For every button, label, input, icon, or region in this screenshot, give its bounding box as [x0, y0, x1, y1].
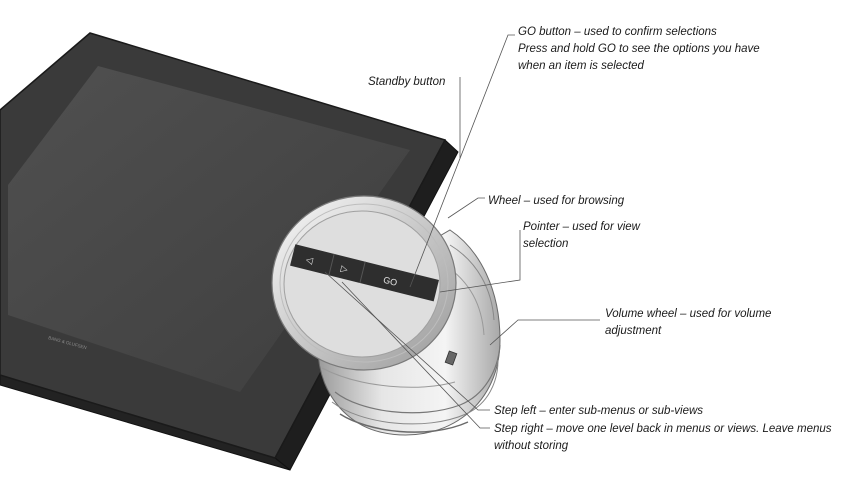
key-strip: ◁ ▷ GO: [290, 244, 439, 302]
volume-wheel-callout-line2: adjustment: [605, 325, 662, 337]
screen-glass: [8, 66, 410, 392]
barrel-groove-3: [321, 367, 456, 388]
leader-go-button: [409, 34, 515, 288]
go-button-callout-line2: Press and hold GO to see the options you…: [518, 43, 760, 55]
step-right-callout-line2: without storing: [494, 440, 569, 452]
volume-wheel-callout-line1: Volume wheel – used for volume: [605, 308, 772, 320]
leader-lines: [324, 34, 600, 429]
step-left-callout: Step left – enter sub-menus or sub-views: [494, 405, 704, 417]
control-knob: ◁ ▷ GO: [271, 195, 501, 436]
step-left-key[interactable]: ◁: [305, 254, 314, 265]
go-button-callout-line3: when an item is selected: [518, 60, 644, 72]
go-key[interactable]: GO: [382, 275, 398, 288]
volume-wheel-ring-1: [334, 344, 501, 414]
volume-wheel-ring-2: [331, 359, 499, 425]
knob-face: [283, 210, 441, 358]
pointer-callout-line1: Pointer – used for view: [523, 221, 640, 233]
barrel-groove-1: [449, 244, 495, 321]
knob-rim-inner-edge: [279, 203, 449, 363]
go-button-callout-line1: GO button – used to confirm selections: [518, 26, 717, 38]
leader-wheel: [447, 197, 485, 219]
volume-wheel-ring-3: [339, 413, 469, 433]
screen-unit: BANG & OLUFSEN: [0, 32, 459, 471]
step-right-key[interactable]: ▷: [340, 263, 349, 274]
leader-pointer: [439, 230, 521, 293]
standby-button-callout: Standby button: [368, 76, 446, 88]
pointer-callout-line2: selection: [523, 238, 569, 250]
leader-volume: [489, 319, 600, 346]
barrel-switch: [444, 350, 458, 366]
leader-step-right: [341, 281, 490, 429]
wheel-callout: Wheel – used for browsing: [488, 195, 625, 207]
step-right-callout-line1: Step right – move one level back in menu…: [494, 423, 832, 435]
